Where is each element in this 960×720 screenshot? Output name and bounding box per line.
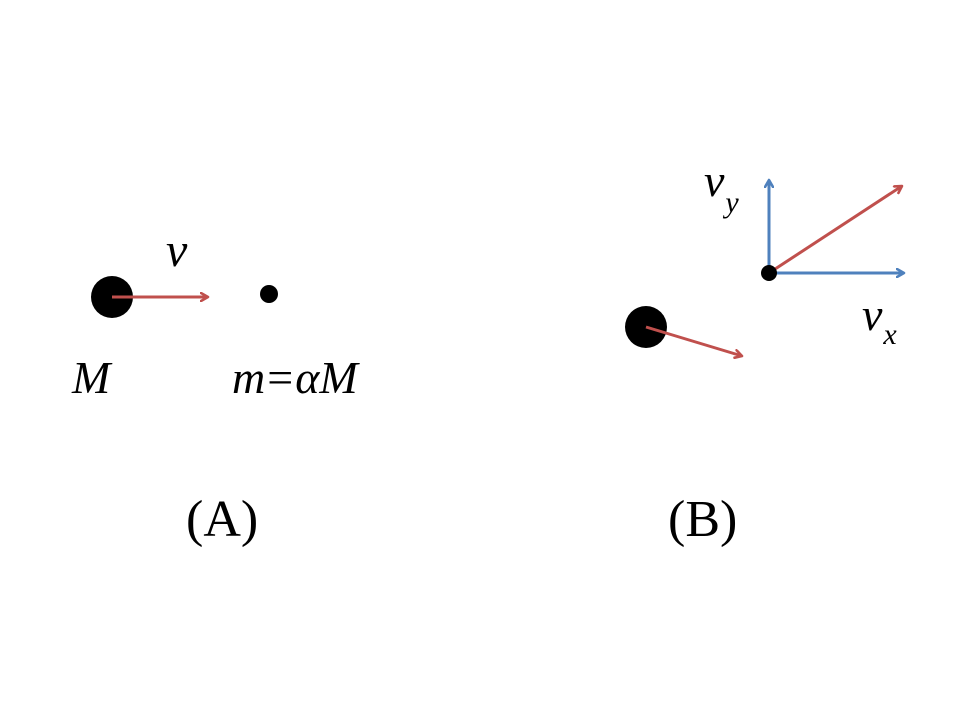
velocity-arrow-large-b bbox=[645, 325, 742, 356]
velocity-label-a: v bbox=[166, 224, 188, 277]
vx-label-base: v bbox=[862, 289, 883, 340]
small-mass-a bbox=[260, 285, 278, 303]
big-mass-symbol: M bbox=[318, 352, 360, 403]
equals-sign: = bbox=[267, 352, 293, 403]
small-mass-b bbox=[761, 265, 777, 281]
panel-a-caption: (A) bbox=[186, 491, 258, 548]
panel-a: v M m=αM (A) bbox=[71, 224, 360, 548]
small-mass-label: m=αM bbox=[232, 352, 360, 403]
vy-label: vy bbox=[704, 155, 739, 219]
vx-label: vx bbox=[862, 289, 897, 351]
large-mass-label: M bbox=[71, 352, 113, 403]
panel-b-caption: (B) bbox=[668, 491, 737, 548]
velocity-arrow-small-b bbox=[768, 186, 902, 275]
panel-b: vy vx (B) bbox=[625, 155, 904, 548]
small-mass-symbol: m bbox=[232, 352, 265, 403]
vx-label-sub: x bbox=[882, 318, 897, 351]
vy-label-base: v bbox=[704, 155, 725, 206]
vy-label-sub: y bbox=[722, 186, 739, 219]
alpha-symbol: α bbox=[295, 352, 320, 403]
